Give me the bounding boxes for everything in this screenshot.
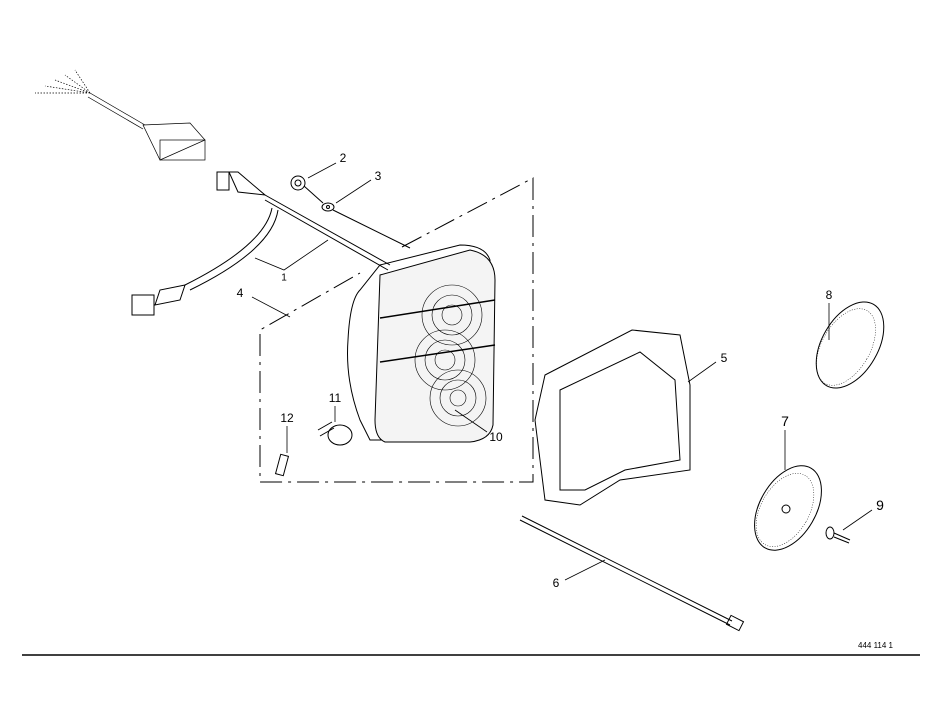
- part-label-2: 2: [339, 151, 347, 165]
- part-label-12: 12: [280, 411, 294, 425]
- part-label-3: 3: [374, 169, 382, 183]
- part-label-4: 4: [236, 286, 244, 300]
- nut-and-washer-drawing: [290, 175, 411, 249]
- festoon-bulb-drawing: [274, 453, 290, 477]
- rivet-drawing: [825, 526, 851, 544]
- leader-lines: [251, 162, 873, 581]
- lamp-hood-drawing: [534, 329, 691, 506]
- part-label-6: 6: [552, 576, 560, 590]
- part-label-8: 8: [825, 288, 833, 302]
- part-label-11: 11: [328, 391, 342, 405]
- tail-lamp-drawing: [347, 244, 496, 443]
- cable-harness-drawing: [131, 171, 391, 316]
- part-label-9: 9: [876, 497, 884, 513]
- part-label-7: 7: [781, 413, 789, 429]
- part-label-10: 10: [489, 430, 503, 444]
- cable-tie-drawing: [519, 515, 745, 632]
- reflector-small-drawing: [754, 465, 822, 551]
- assembly-boundary: [259, 177, 534, 483]
- drawing-number: 444 114 1: [858, 641, 893, 650]
- part-label-5: 5: [720, 351, 728, 365]
- part-label-1: 1: [281, 272, 287, 284]
- reflector-large-drawing: [815, 301, 885, 389]
- bulb-drawing: [317, 421, 353, 446]
- harness-plug-drawing: [35, 69, 206, 161]
